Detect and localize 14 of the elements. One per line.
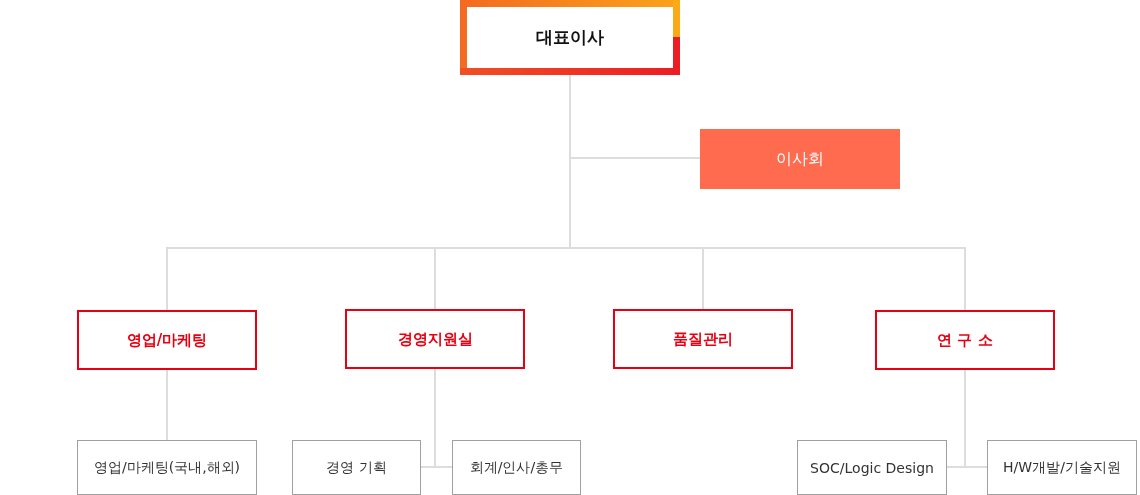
department-box: 경영지원실	[345, 309, 525, 369]
department-box: 품질관리	[613, 309, 793, 369]
connector-line	[420, 368, 453, 468]
connector-line	[166, 369, 168, 441]
team-box: SOC/Logic Design	[797, 440, 947, 495]
connector-line	[166, 74, 966, 311]
department-box: 영업/마케팅	[77, 310, 257, 370]
team-box: 경영 기획	[292, 440, 421, 495]
filled-box: 이사회	[700, 129, 900, 189]
team-box: 회계/인사/총무	[452, 440, 581, 495]
department-box: 연 구 소	[875, 310, 1055, 370]
team-box: H/W개발/기술지원	[987, 440, 1137, 495]
team-box: 영업/마케팅(국내,해외)	[77, 440, 257, 495]
connector-line	[946, 369, 988, 468]
